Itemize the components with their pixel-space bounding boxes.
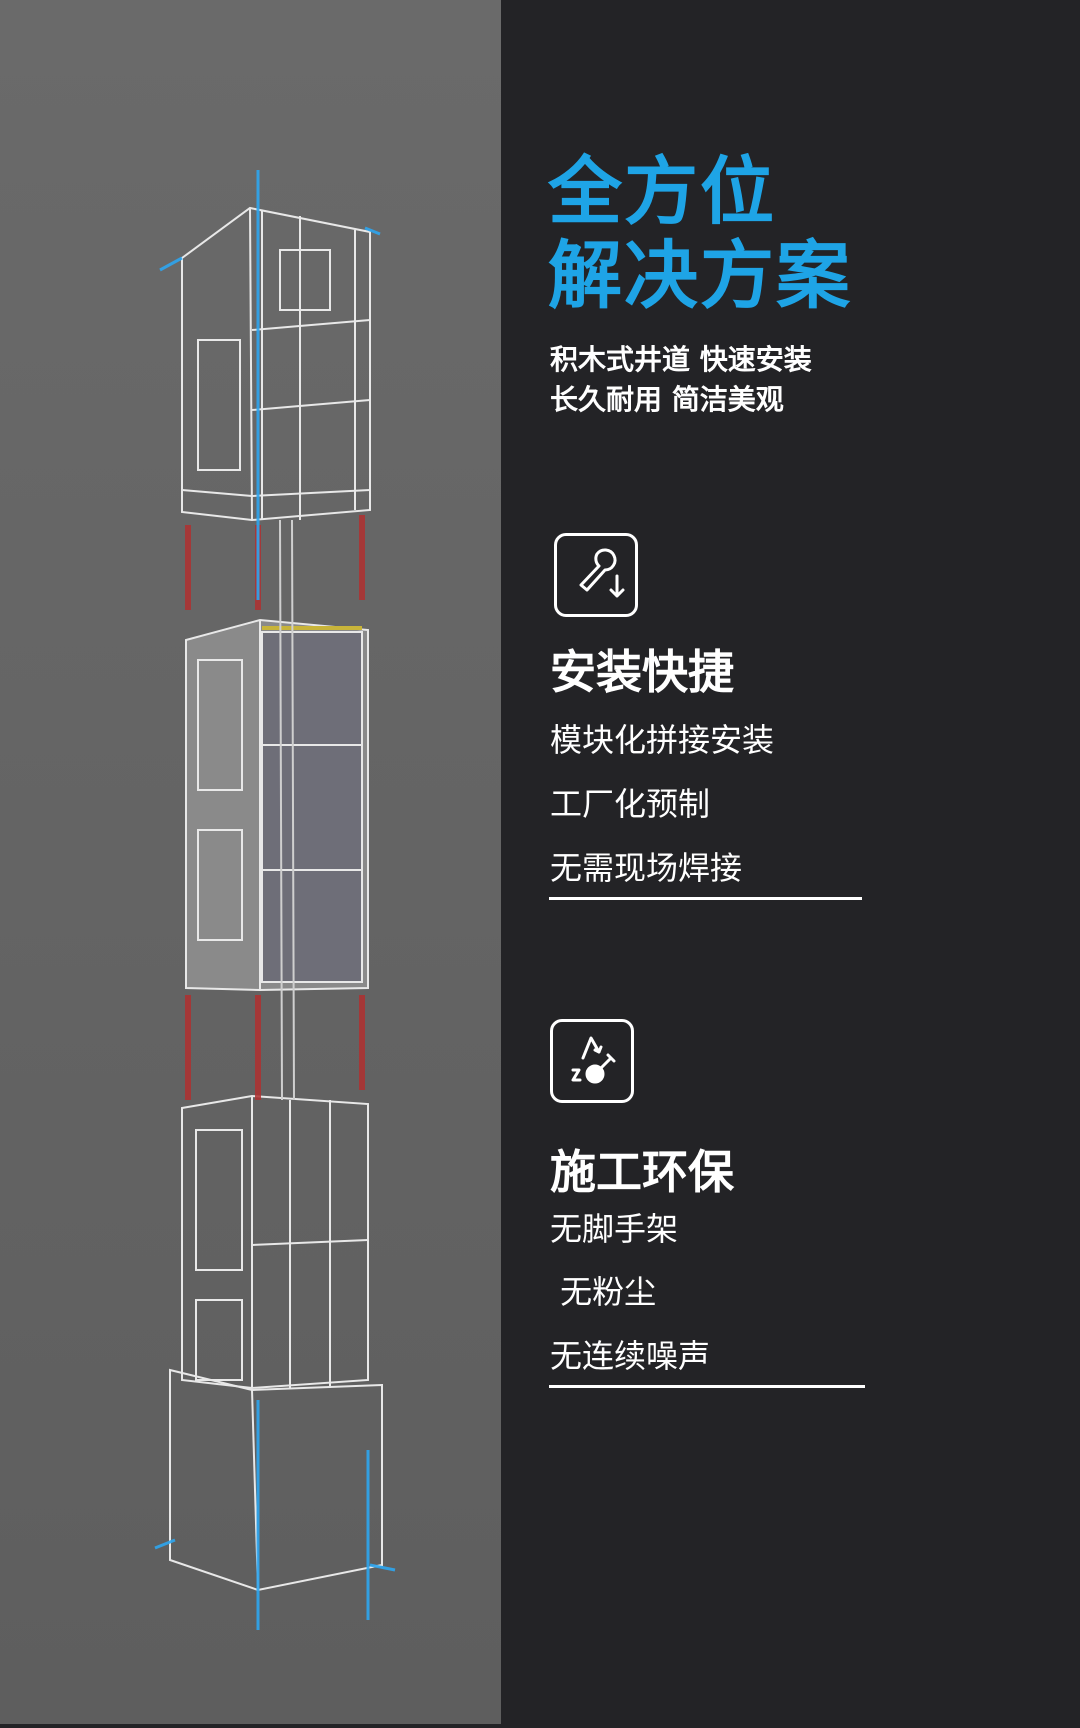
feature-item: 无连续噪声	[550, 1337, 711, 1375]
feature-item: 工厂化预制	[550, 785, 711, 823]
feature-panel	[501, 0, 1080, 1724]
subtitle-line-1: 积木式井道 快速安装	[550, 343, 812, 376]
divider	[549, 1385, 865, 1388]
feature-heading-install: 安装快捷	[550, 645, 734, 699]
elevator-illustration-panel	[0, 0, 501, 1724]
feature-item: 无粉尘	[550, 1273, 657, 1311]
feature-item: 模块化拼接安装	[550, 721, 775, 759]
page-title-line-1: 全方位	[548, 149, 776, 235]
feature-heading-eco: 施工环保	[550, 1145, 734, 1199]
divider	[549, 897, 862, 900]
feature-item: 无脚手架	[550, 1210, 679, 1248]
elevator-shaft-illustration	[154, 170, 396, 1630]
wrench-install-icon	[554, 533, 638, 617]
eco-shovel-icon	[550, 1019, 634, 1103]
feature-item: 无需现场焊接	[550, 849, 743, 887]
page-title-line-2: 解决方案	[548, 233, 852, 319]
subtitle-line-2: 长久耐用 简洁美观	[550, 383, 784, 416]
